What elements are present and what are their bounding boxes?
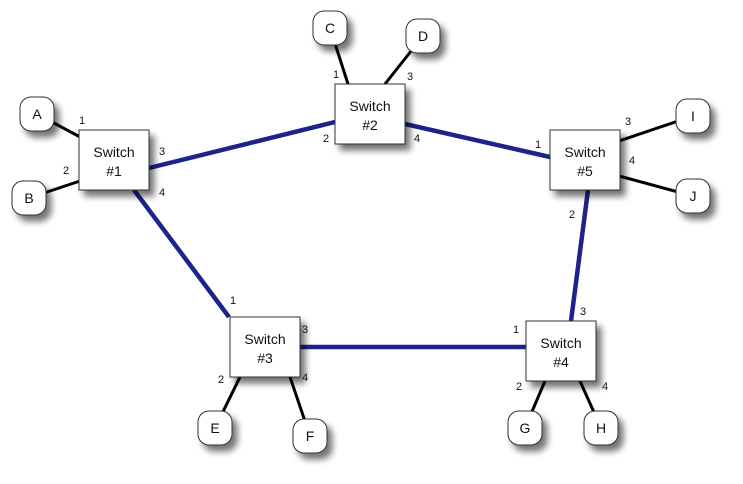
host-c[interactable]: C [312, 10, 348, 46]
links-layer [28, 27, 694, 437]
switch-label-line2: #5 [577, 163, 593, 179]
switch-label-line1: Switch [564, 144, 605, 160]
host-box [583, 410, 619, 446]
port-label-s3-4: 4 [302, 372, 308, 384]
port-label-s3-2: 2 [218, 374, 224, 386]
host-label: E [210, 420, 219, 436]
port-label-s2-2: 2 [323, 133, 329, 145]
port-label-s1-1: 1 [79, 115, 85, 127]
port-label-s4-4: 4 [602, 381, 608, 393]
switch-label-line1: Switch [93, 144, 134, 160]
switch-label-line2: #2 [362, 117, 378, 133]
host-label: G [520, 420, 531, 436]
host-label: H [596, 420, 606, 436]
switch-box [334, 83, 406, 145]
port-label-s3-3: 3 [302, 324, 308, 336]
host-b[interactable]: B [11, 180, 47, 216]
host-j[interactable]: J [675, 178, 711, 214]
switch-4[interactable]: Switch #4 [525, 320, 597, 382]
host-box [292, 418, 328, 454]
port-label-s4-2: 2 [516, 381, 522, 393]
switch-box [549, 129, 621, 191]
switch-label-line1: Switch [349, 98, 390, 114]
trunk-link-s1-s2 [148, 119, 336, 171]
switch-label-line1: Switch [244, 331, 285, 347]
switch-box [229, 316, 301, 378]
port-label-s2-1: 1 [333, 69, 339, 81]
switch-label-line2: #3 [257, 350, 273, 366]
switch-1[interactable]: Switch #1 [78, 129, 150, 191]
switch-2[interactable]: Switch #2 [334, 83, 406, 145]
host-h[interactable]: H [583, 410, 619, 446]
host-box [405, 18, 441, 54]
port-label-s4-3: 3 [580, 306, 586, 318]
switch-label-line2: #1 [106, 163, 122, 179]
host-label: I [691, 108, 695, 124]
host-i[interactable]: I [675, 98, 711, 134]
switch-3[interactable]: Switch #3 [229, 316, 301, 378]
trunk-link-s3-s1 [132, 188, 231, 319]
host-box [312, 10, 348, 46]
switch-label-line2: #4 [553, 354, 569, 370]
switch-label-line1: Switch [540, 335, 581, 351]
port-label-s1-3: 3 [159, 146, 165, 158]
host-e[interactable]: E [197, 410, 233, 446]
host-box [197, 410, 233, 446]
host-box [19, 96, 55, 132]
host-a[interactable]: A [19, 96, 55, 132]
host-label: D [418, 28, 428, 44]
switch-box [525, 320, 597, 382]
host-label: J [690, 188, 697, 204]
port-label-s5-2: 2 [569, 209, 575, 221]
port-label-s2-3: 3 [407, 71, 413, 83]
port-label-s5-4: 4 [629, 155, 635, 167]
host-label: F [306, 428, 315, 444]
switch-box [78, 129, 150, 191]
host-label: C [325, 20, 335, 36]
host-box [11, 180, 47, 216]
host-box [675, 178, 711, 214]
host-g[interactable]: G [507, 410, 543, 446]
port-label-s1-2: 2 [63, 165, 69, 177]
host-f[interactable]: F [292, 418, 328, 454]
host-label: B [24, 190, 33, 206]
port-label-s5-1: 1 [535, 139, 541, 151]
port-labels-layer: 1 2 1 3 2 4 2 4 3 4 3 2 4 1 2 3 1 3 1 4 [63, 69, 635, 393]
port-label-s1-4: 4 [159, 187, 165, 199]
switch-5[interactable]: Switch #5 [549, 129, 621, 191]
host-d[interactable]: D [405, 18, 441, 54]
trunk-link-s5-s4 [568, 189, 591, 322]
port-label-s4-1: 1 [513, 324, 519, 336]
host-box [675, 98, 711, 134]
port-label-s3-1: 1 [230, 295, 236, 307]
host-box [507, 410, 543, 446]
host-label: A [32, 106, 42, 122]
trunk-link-s2-s5 [404, 121, 551, 160]
port-label-s5-3: 3 [625, 116, 631, 128]
port-label-s2-4: 4 [414, 133, 420, 145]
